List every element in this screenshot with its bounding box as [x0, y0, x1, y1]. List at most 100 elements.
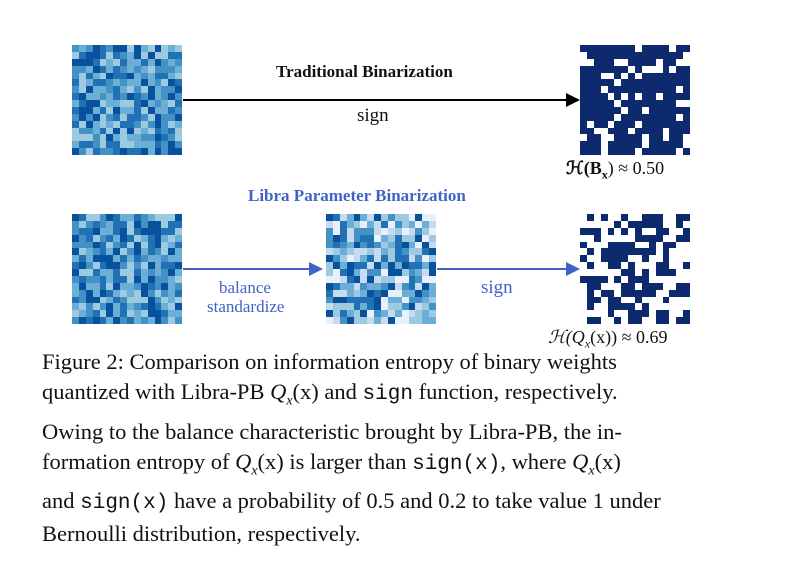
heatmap-cell — [669, 303, 677, 311]
heatmap-cell — [360, 227, 368, 235]
heatmap-cell — [586, 72, 594, 80]
heatmap-cell — [120, 310, 127, 318]
heatmap-cell — [78, 134, 86, 142]
heatmap-cell — [168, 255, 176, 263]
heatmap-cell — [99, 148, 107, 155]
heatmap-cell — [127, 79, 134, 87]
heatmap-cell — [635, 113, 642, 121]
heatmap-cell — [655, 45, 663, 52]
heatmap-cell — [127, 106, 134, 114]
heatmap-cell — [78, 255, 86, 263]
heatmap-cell — [147, 120, 155, 128]
heatmap-cell — [648, 248, 656, 256]
sign-arrow-top — [183, 99, 568, 101]
caption-line-1-text: Figure 2: Comparison on information entr… — [42, 349, 617, 374]
heatmap-cell — [683, 214, 690, 221]
heatmap-cell — [113, 120, 121, 128]
heatmap-cell — [326, 269, 333, 276]
heatmap-cell — [360, 234, 368, 242]
heatmap-cell — [676, 65, 684, 73]
heatmap-cell — [175, 220, 182, 228]
heatmap-cell — [161, 262, 169, 269]
heatmap-cell — [641, 220, 649, 228]
heatmap-cell — [676, 310, 684, 318]
heatmap-cell — [161, 220, 169, 228]
heatmap-cell — [607, 241, 615, 249]
heatmap-cell — [346, 248, 354, 256]
heatmap-cell — [580, 310, 587, 318]
heatmap-cell — [72, 113, 79, 121]
heatmap-cell — [367, 241, 375, 249]
heatmap-cell — [408, 275, 416, 283]
heatmap-cell — [161, 79, 169, 87]
heatmap-cell — [353, 234, 361, 242]
heatmap-cell — [346, 255, 354, 263]
heatmap-cell — [99, 282, 107, 290]
heatmap-cell — [147, 113, 155, 121]
heatmap-cell — [593, 65, 601, 73]
heatmap-cell — [621, 269, 629, 276]
heatmap-cell — [106, 148, 114, 155]
heatmap-cell — [628, 269, 635, 276]
heatmap-cell — [641, 262, 649, 269]
heatmap-cell — [669, 79, 677, 87]
heatmap-cell — [346, 317, 354, 324]
heatmap-cell — [106, 120, 114, 128]
heatmap-cell — [614, 303, 622, 311]
heatmap-cell — [147, 303, 155, 311]
heatmap-cell — [408, 220, 416, 228]
heatmap-cell — [641, 214, 649, 221]
heatmap-cell — [127, 275, 134, 283]
heatmap-cell — [175, 86, 182, 94]
heatmap-cell — [140, 113, 148, 121]
heatmap-cell — [140, 106, 148, 114]
heatmap-cell — [648, 255, 656, 263]
heatmap-cell — [600, 113, 608, 121]
heatmap-cell — [387, 234, 395, 242]
heatmap-cell — [78, 148, 86, 155]
heatmap-cell — [408, 282, 416, 290]
heatmap-cell — [99, 220, 107, 228]
heatmap-cell — [140, 72, 148, 80]
heatmap-cell — [662, 134, 670, 142]
heatmap-cell — [106, 220, 114, 228]
heatmap-cell — [133, 296, 141, 304]
heatmap-cell — [429, 248, 436, 256]
heatmap-cell — [641, 79, 649, 87]
caption-line-4: formation entropy of Qx(x) is larger tha… — [42, 447, 762, 487]
heatmap-cell — [648, 275, 656, 283]
heatmap-cell — [586, 220, 594, 228]
heatmap-cell — [339, 241, 347, 249]
heatmap-cell — [600, 310, 608, 318]
heatmap-cell — [655, 86, 663, 94]
heatmap-cell — [92, 241, 100, 249]
heatmap-cell — [127, 282, 134, 290]
heatmap-cell — [621, 79, 629, 87]
heatmap-cell — [586, 79, 594, 87]
heatmap-cell — [154, 241, 162, 249]
heatmap-cell — [648, 317, 656, 324]
heatmap-cell — [168, 134, 176, 142]
heatmap-cell — [621, 51, 629, 59]
heatmap-cell — [408, 317, 416, 324]
heatmap-cell — [353, 220, 361, 228]
heatmap-cell — [154, 282, 162, 290]
heatmap-cell — [676, 275, 684, 283]
figure-caption: Figure 2: Comparison on information entr… — [42, 347, 762, 549]
heatmap-cell — [120, 275, 127, 283]
heatmap-cell — [92, 79, 100, 87]
heatmap-cell — [78, 120, 86, 128]
heatmap-cell — [607, 248, 615, 256]
heatmap-cell — [120, 255, 127, 263]
heatmap-cell — [600, 120, 608, 128]
heatmap-cell — [133, 275, 141, 283]
heatmap-cell — [175, 134, 182, 142]
heatmap-cell — [85, 255, 93, 263]
heatmap-cell — [387, 317, 395, 324]
heatmap-cell — [422, 241, 430, 249]
heatmap-cell — [360, 275, 368, 283]
heatmap-cell — [415, 255, 423, 263]
heatmap-cell — [99, 141, 107, 149]
heatmap-cell — [154, 303, 162, 311]
heatmap-cell — [106, 255, 114, 263]
